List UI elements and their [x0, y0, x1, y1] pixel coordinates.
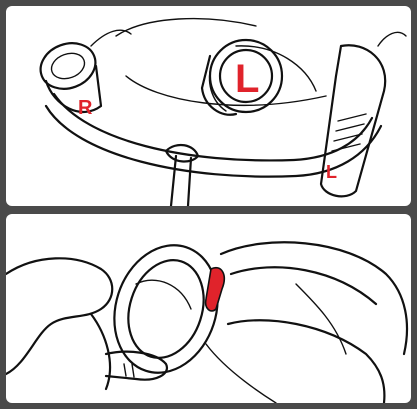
cable-tie	[171, 156, 191, 206]
release-tab	[206, 268, 225, 311]
right-ear-label: R	[78, 97, 93, 119]
headset-adjust-illustration	[6, 214, 411, 403]
headband-body	[206, 242, 407, 403]
headset-orientation-illustration: R L L	[6, 6, 411, 206]
left-side-marker-label: L	[326, 162, 337, 182]
headset-adjust-panel	[6, 214, 411, 403]
headset-orientation-panel: R L L	[6, 6, 411, 206]
left-ear-label: L	[235, 57, 259, 101]
